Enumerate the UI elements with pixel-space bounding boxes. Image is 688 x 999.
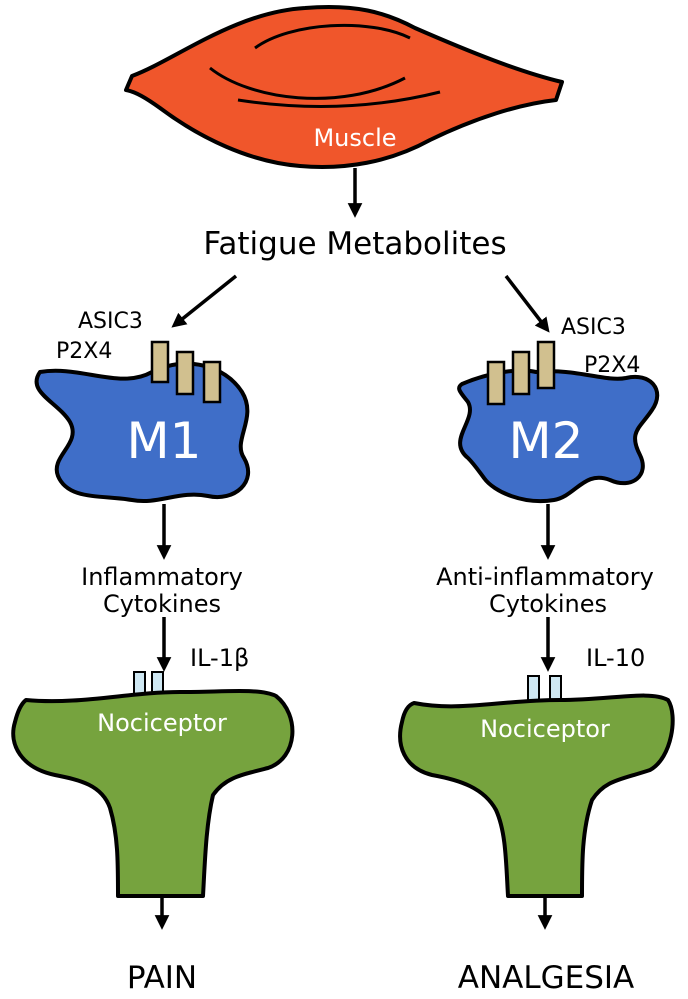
m1-label: M1 <box>127 412 202 470</box>
right-branch: ASIC3 P2X4 M2 Anti-inflammatory Cytokine… <box>398 315 675 996</box>
arrow-metabolites-to-m1 <box>171 274 238 328</box>
cytokine-label-line1: Inflammatory <box>81 563 243 591</box>
m2-macrophage <box>457 368 660 504</box>
receptor-label-p2x4: P2X4 <box>56 339 112 364</box>
interleukin-label: IL-10 <box>586 644 645 672</box>
cytokine-label-line1: Anti-inflammatory <box>436 563 654 591</box>
m1-receptor-bar <box>202 360 222 404</box>
arrow-metabolites-to-m2 <box>504 274 550 333</box>
m1-receptor-bar <box>175 350 195 396</box>
arrows <box>154 168 556 930</box>
left-branch: ASIC3 P2X4 M1 Inflammatory Cytokines IL-… <box>11 309 295 996</box>
nociceptor-label: Nociceptor <box>97 709 227 737</box>
m1-receptor-bar <box>150 340 170 384</box>
outcome-label-analgesia: ANALGESIA <box>458 960 635 996</box>
muscle-label: Muscle <box>313 124 396 152</box>
receptor-label-p2x4: P2X4 <box>584 353 640 378</box>
muscle-fiber-line <box>209 66 406 100</box>
outcome-label-pain: PAIN <box>127 960 197 996</box>
muscle: Muscle <box>124 4 564 169</box>
m2-receptor-bar <box>486 360 506 406</box>
interleukin-label: IL-1β <box>190 644 249 672</box>
nociceptor-neuron <box>11 689 295 898</box>
nociceptor-neuron <box>398 693 675 898</box>
cytokine-label-line2: Cytokines <box>489 590 607 618</box>
receptor-label-asic3: ASIC3 <box>78 309 143 334</box>
muscle-fiber-line <box>237 90 441 109</box>
m2-receptor-bar <box>536 340 556 390</box>
muscle-fiber-line <box>254 23 411 50</box>
fatigue-metabolites-label: Fatigue Metabolites <box>203 226 506 262</box>
muscle-shape <box>124 4 564 169</box>
receptor-label-asic3: ASIC3 <box>561 315 626 340</box>
cytokine-label-line2: Cytokines <box>103 590 221 618</box>
m2-receptor-bar <box>511 350 531 396</box>
nociceptor-label: Nociceptor <box>480 715 610 743</box>
m2-label: M2 <box>509 412 584 470</box>
